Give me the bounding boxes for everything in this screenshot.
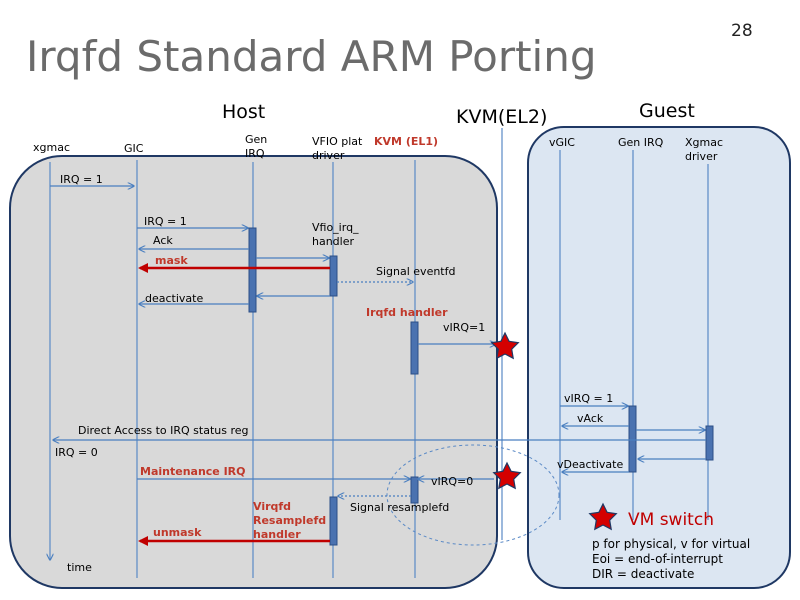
legend-star-icon	[588, 502, 618, 531]
lane-gen-irq-2: IRQ	[245, 147, 265, 160]
label-vfio-handler-2: handler	[312, 235, 354, 248]
activation-resamplefd	[329, 496, 338, 546]
host-label: Host	[222, 101, 265, 123]
guest-region	[527, 126, 791, 589]
label-irq1-a: IRQ = 1	[60, 173, 103, 186]
label-irqfd-handler: Irqfd handler	[366, 306, 448, 319]
label-signal-resamplefd: Signal resamplefd	[350, 501, 449, 514]
lane-gen-irq-1: Gen	[245, 133, 267, 146]
activation-kvm-maint	[410, 476, 419, 504]
legend-note-1: p for physical, v for virtual	[592, 537, 750, 551]
lane-guest-xgmac-2: driver	[685, 150, 718, 163]
label-maintenance-irq: Maintenance IRQ	[140, 465, 246, 478]
label-virq1: vIRQ=1	[443, 321, 485, 334]
legend-vm-switch: VM switch	[628, 510, 714, 530]
label-mask: mask	[155, 254, 188, 267]
label-virqfd-1: Virqfd	[253, 500, 291, 513]
label-signal-eventfd: Signal eventfd	[376, 265, 455, 278]
guest-label: Guest	[639, 100, 695, 122]
resample-ellipse	[386, 444, 560, 546]
label-direct-access: Direct Access to IRQ status reg	[78, 424, 249, 437]
label-ack: Ack	[153, 234, 173, 247]
label-virqfd-3: handler	[253, 528, 301, 541]
vm-switch-star-icon	[490, 331, 520, 360]
legend-note-3: DIR = deactivate	[592, 567, 694, 581]
lane-kvm-el1: KVM (EL1)	[374, 135, 438, 148]
kvm-el2-label: KVM(EL2)	[456, 106, 547, 128]
lane-guest-gen-irq: Gen IRQ	[618, 136, 664, 149]
label-irq1-b: IRQ = 1	[144, 215, 187, 228]
label-vack: vAck	[577, 412, 604, 425]
label-vdeactivate: vDeactivate	[557, 458, 623, 471]
label-unmask: unmask	[153, 526, 202, 539]
label-time: time	[67, 561, 92, 574]
lane-gic: GIC	[124, 142, 144, 155]
page-number: 28	[731, 21, 753, 41]
lane-vfio-1: VFIO plat	[312, 135, 363, 148]
lane-guest-xgmac-1: Xgmac	[685, 136, 723, 149]
activation-irqfd	[410, 321, 419, 375]
label-deactivate: deactivate	[145, 292, 203, 305]
vm-switch-star-icon	[492, 461, 522, 490]
lane-vgic: vGIC	[549, 136, 575, 149]
activation-vfio	[329, 255, 338, 297]
lane-vfio-2: driver	[312, 149, 345, 162]
lane-xgmac: xgmac	[33, 141, 70, 154]
label-virq0: vIRQ=0	[431, 475, 473, 488]
label-vfio-handler-1: Vfio_irq_	[312, 221, 359, 234]
slide-title: Irqfd Standard ARM Porting	[26, 32, 597, 81]
label-guest-virq1: vIRQ = 1	[564, 392, 613, 405]
legend-note-2: Eoi = end-of-interrupt	[592, 552, 723, 566]
label-irq0: IRQ = 0	[55, 446, 98, 459]
activation-gen-irq	[248, 227, 257, 313]
activation-guest-gen-irq	[628, 405, 637, 473]
activation-guest-xgmac	[705, 425, 714, 461]
label-virqfd-2: Resamplefd	[253, 514, 326, 527]
